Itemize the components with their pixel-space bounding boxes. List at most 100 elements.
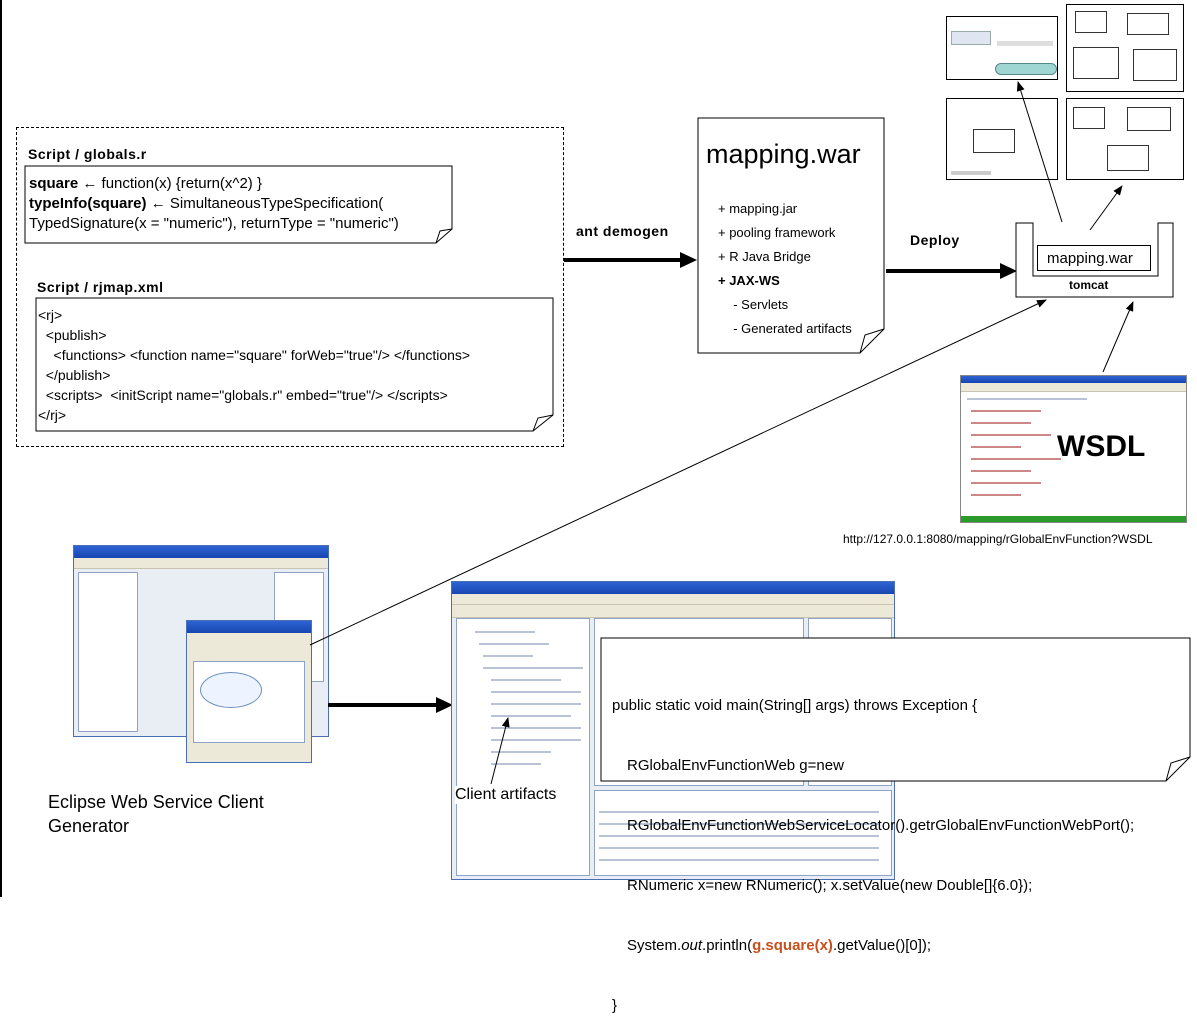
sdk-titlebar: [452, 582, 894, 594]
tree-item: [483, 667, 583, 669]
thumb-class-box: [1127, 13, 1169, 35]
thumb-text: [951, 171, 991, 175]
rjmap-line: <publish>: [38, 327, 107, 343]
tomcat-to-class-arrow: [1089, 185, 1123, 231]
wsdl-xml-line: [971, 434, 1051, 436]
tomcat-war-label: mapping.war: [1047, 250, 1133, 267]
client-artifacts-label: Client artifacts: [455, 786, 557, 804]
generator-arrow: [328, 697, 453, 713]
code-line-5: System.out.println(g.square(x).getValue(…: [612, 936, 1134, 956]
wsdl-browser-shot: [960, 375, 1187, 523]
problem-row: [599, 847, 879, 849]
wsdl-to-tomcat-arrow: [1102, 301, 1134, 373]
connector-lines: [309, 81, 1134, 785]
tree-item: [491, 751, 551, 753]
thumb-class-box: [973, 129, 1015, 153]
rjmap-line: <rj>: [38, 307, 63, 323]
problem-row: [599, 859, 879, 861]
code-highlight: g.square(x): [752, 937, 833, 954]
problem-row: [599, 823, 879, 825]
tree-item: [479, 643, 549, 645]
wizard-titlebar: [187, 621, 311, 633]
code-line-4: RNumeric x=new RNumeric(); x.setValue(ne…: [627, 877, 1033, 894]
thumb-ellipse: [995, 63, 1057, 75]
rjmap-code: <rj> <publish> <functions> <function nam…: [38, 305, 470, 425]
code-token: .println(: [702, 937, 753, 954]
rjmap-doc-frame: [35, 297, 554, 432]
tomcat-container: [1015, 222, 1174, 298]
code-line-6: }: [612, 997, 618, 1014]
war-title: mapping.war: [706, 139, 861, 169]
ant-demogen-label: ant demogen: [576, 223, 669, 239]
wsdl-url: http://127.0.0.1:8080/mapping/rGlobalEnv…: [843, 532, 1153, 546]
scripts-group: [16, 127, 564, 447]
war-item: + JAX-WS: [718, 273, 780, 288]
wsdl-xml-line: [971, 422, 1031, 424]
tomcat-war-box: [1037, 245, 1151, 271]
code-line-2: RGlobalEnvFunctionWeb g=new: [627, 757, 844, 774]
thumb-text: [997, 41, 1053, 46]
wizard-dialog-shot: [186, 620, 312, 763]
wsdl-xml-line: [971, 446, 1021, 448]
thumb-class-box: [1127, 107, 1171, 131]
tree-item: [491, 691, 581, 693]
wsdl-xml-line: [971, 470, 1031, 472]
wsdl-toolbar: [961, 383, 1186, 392]
deploy-arrow: [886, 263, 1017, 279]
sdk-problems-view: [594, 790, 892, 876]
client-code-frame: [600, 637, 1191, 782]
rjmap-line: <functions> <function name="square" forW…: [38, 347, 471, 363]
wizard-diagram: [200, 672, 262, 708]
globals-doc-frame: [24, 165, 453, 244]
thumb-class-box: [1073, 107, 1105, 129]
ant-arrow: [564, 252, 697, 268]
eclipse-toolbar: [74, 558, 328, 569]
war-doc-frame: [697, 117, 885, 354]
war-contents: + mapping.jar + pooling framework + R Ja…: [718, 197, 852, 341]
wsdl-xml-line: [971, 482, 1041, 484]
tree-item: [491, 763, 541, 765]
problem-row: [599, 835, 879, 837]
tree-item: [491, 679, 561, 681]
thumbnail-class-diagram-1: [1066, 4, 1184, 92]
typeinfo-def: ← SimultaneousTypeSpecification(: [150, 195, 384, 212]
wsdl-xml-line: [971, 458, 1061, 460]
thumb-class-box: [1073, 47, 1119, 79]
code-token-out: out: [681, 937, 703, 954]
thumb-class-box: [1075, 11, 1107, 33]
thumbnail-service-diagram: [946, 16, 1058, 80]
thumb-class-box: [1133, 49, 1177, 81]
wsdl-titlebar: [961, 376, 1186, 383]
generator-to-tomcat-arrow: [309, 299, 1047, 646]
square-name: square: [29, 175, 79, 192]
war-item: + pooling framework: [718, 225, 836, 240]
wizard-content: [193, 661, 305, 743]
eclipse-navigator-panel: [78, 572, 138, 732]
wsdl-xml-line: [967, 398, 1087, 400]
code-line-3: RGlobalEnvFunctionWebServiceLocator().ge…: [627, 817, 1135, 834]
code-token: .getValue()[0]);: [832, 937, 932, 954]
sdk-menubar: [452, 594, 894, 605]
globals-caption: Script / globals.r: [28, 146, 147, 162]
generator-caption: Eclipse Web Service Client Generator: [48, 790, 264, 838]
deploy-label: Deploy: [910, 232, 960, 248]
rjmap-line: </rj>: [38, 407, 67, 423]
generator-caption-line-2: Generator: [48, 816, 130, 836]
rjmap-caption: Script / rjmap.xml: [37, 279, 164, 295]
tree-item: [491, 703, 581, 705]
code-token: System.: [627, 937, 682, 954]
sdk-toolbar: [452, 605, 894, 618]
left-border: [0, 0, 2, 897]
globals-line-3: TypedSignature(x = "numeric"), returnTyp…: [29, 215, 399, 232]
thumb-window: [951, 31, 991, 45]
tree-item: [491, 727, 581, 729]
wsdl-label: WSDL: [1057, 430, 1146, 463]
tomcat-to-diagram-arrow: [1016, 81, 1063, 223]
typeinfo-name: typeInfo(square): [29, 195, 147, 212]
thumbnail-class-diagram-3: [1066, 98, 1184, 180]
thumb-class-box: [1107, 145, 1149, 171]
code-line-1: public static void main(String[] args) t…: [612, 697, 978, 714]
wsdl-taskbar: [961, 516, 1186, 522]
square-def: ← function(x) {return(x^2) }: [82, 175, 262, 192]
rjmap-line: </publish>: [38, 367, 111, 383]
